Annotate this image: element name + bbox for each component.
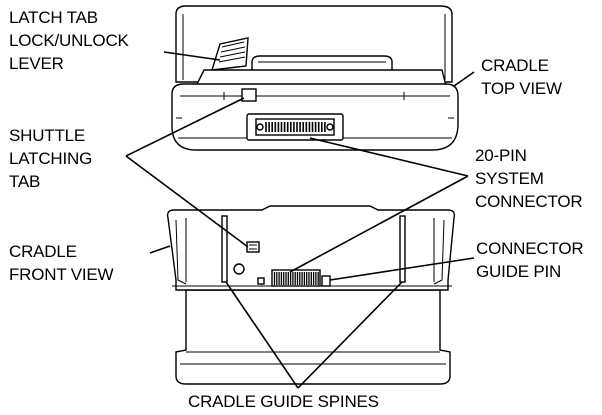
top-view-system-connector bbox=[246, 113, 344, 141]
leader-connector-front bbox=[289, 175, 469, 273]
label-cradle-top-line1: CRADLE bbox=[481, 56, 549, 75]
connector-guide-pin bbox=[321, 275, 331, 287]
leader-connector-top bbox=[309, 137, 469, 177]
leader-latch-lever bbox=[163, 51, 221, 61]
cradle-front-view bbox=[166, 205, 456, 385]
top-view-latching-tab bbox=[241, 88, 257, 102]
label-system-connector-line1: 20-PIN bbox=[475, 146, 527, 165]
label-guide-pin-line1: CONNECTOR bbox=[476, 239, 584, 258]
front-view-base bbox=[175, 289, 451, 385]
label-system-connector-line2: SYSTEM bbox=[475, 169, 544, 188]
label-shuttle-tab-line1: SHUTTLE bbox=[9, 126, 86, 145]
label-system-connector: 20-PIN SYSTEM CONNECTOR bbox=[475, 144, 583, 213]
leader-lines bbox=[125, 51, 475, 389]
label-guide-spines-text: CRADLE GUIDE SPINES bbox=[188, 392, 379, 411]
label-cradle-top-line2: TOP VIEW bbox=[481, 79, 562, 98]
label-latch-lever-line2: LOCK/UNLOCK bbox=[9, 31, 129, 50]
label-cradle-top: CRADLE TOP VIEW bbox=[481, 54, 562, 100]
leader-shuttle-top bbox=[125, 97, 245, 157]
right-guide-spine bbox=[399, 215, 406, 283]
left-guide-spine bbox=[221, 215, 228, 283]
label-cradle-front-line2: FRONT VIEW bbox=[9, 265, 114, 284]
front-view-round-pin bbox=[233, 263, 245, 275]
label-cradle-front: CRADLE FRONT VIEW bbox=[9, 240, 114, 286]
label-latch-lever-line3: LEVER bbox=[9, 54, 64, 73]
leader-cradle-top bbox=[453, 71, 475, 87]
front-view-small-block bbox=[257, 277, 265, 285]
cradle-top-view bbox=[171, 5, 459, 151]
label-shuttle-tab-line2: LATCHING bbox=[9, 149, 93, 168]
leader-spine-left bbox=[225, 281, 299, 389]
leader-guide-pin bbox=[329, 257, 475, 281]
label-system-connector-line3: CONNECTOR bbox=[475, 192, 583, 211]
label-cradle-front-line1: CRADLE bbox=[9, 242, 77, 261]
label-guide-pin-line2: GUIDE PIN bbox=[476, 262, 562, 281]
label-guide-pin: CONNECTOR GUIDE PIN bbox=[476, 237, 584, 283]
front-view-system-connector bbox=[271, 269, 321, 287]
leader-spine-right bbox=[297, 281, 403, 389]
label-guide-spines: CRADLE GUIDE SPINES bbox=[188, 390, 379, 413]
label-shuttle-tab: SHUTTLE LATCHING TAB bbox=[9, 124, 92, 193]
label-latch-lever-line1: LATCH TAB bbox=[9, 8, 98, 27]
leader-cradle-front bbox=[149, 245, 171, 254]
label-latch-lever: LATCH TAB LOCK/UNLOCK LEVER bbox=[9, 6, 129, 75]
leader-shuttle-front bbox=[125, 155, 249, 248]
front-view-latching-tab bbox=[246, 241, 260, 253]
label-shuttle-tab-line3: TAB bbox=[9, 172, 41, 191]
